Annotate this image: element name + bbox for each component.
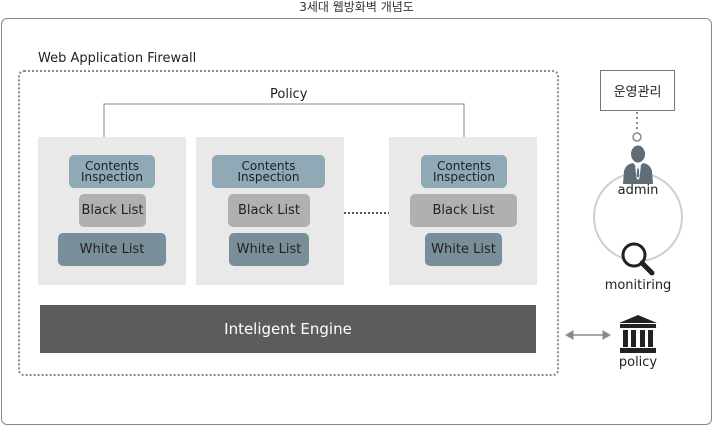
diagram-title: 3세대 웹방화벽 개념도 bbox=[299, 0, 414, 14]
intelligent-engine-bar: Inteligent Engine bbox=[40, 305, 536, 353]
white-list-box: White List bbox=[229, 233, 309, 266]
magnifier-icon bbox=[621, 242, 655, 276]
policy-side-label: policy bbox=[618, 355, 658, 370]
waf-label: Web Application Firewall bbox=[38, 51, 197, 66]
policy-label: Policy bbox=[270, 87, 308, 102]
white-list-box: White List bbox=[425, 233, 502, 266]
contents-inspection-box: Contents Inspection bbox=[421, 155, 507, 188]
white-list-box: White List bbox=[58, 233, 166, 266]
management-box: 운영관리 bbox=[600, 70, 675, 111]
admin-person-icon bbox=[623, 145, 653, 184]
outer-frame bbox=[1, 18, 712, 425]
black-list-box: Black List bbox=[228, 194, 310, 227]
monitoring-label: monitiring bbox=[604, 278, 672, 293]
management-link-node bbox=[632, 132, 642, 142]
black-list-box: Black List bbox=[79, 194, 146, 227]
double-arrow-icon bbox=[564, 330, 612, 340]
admin-label: admin bbox=[617, 183, 659, 198]
contents-inspection-box: Contents Inspection bbox=[212, 155, 325, 188]
bank-building-icon bbox=[619, 315, 657, 353]
waf-boundary bbox=[18, 70, 559, 376]
policy-bracket-line bbox=[103, 103, 465, 137]
black-list-box: Black List bbox=[410, 194, 517, 227]
contents-inspection-box: Contents Inspection bbox=[69, 155, 155, 188]
